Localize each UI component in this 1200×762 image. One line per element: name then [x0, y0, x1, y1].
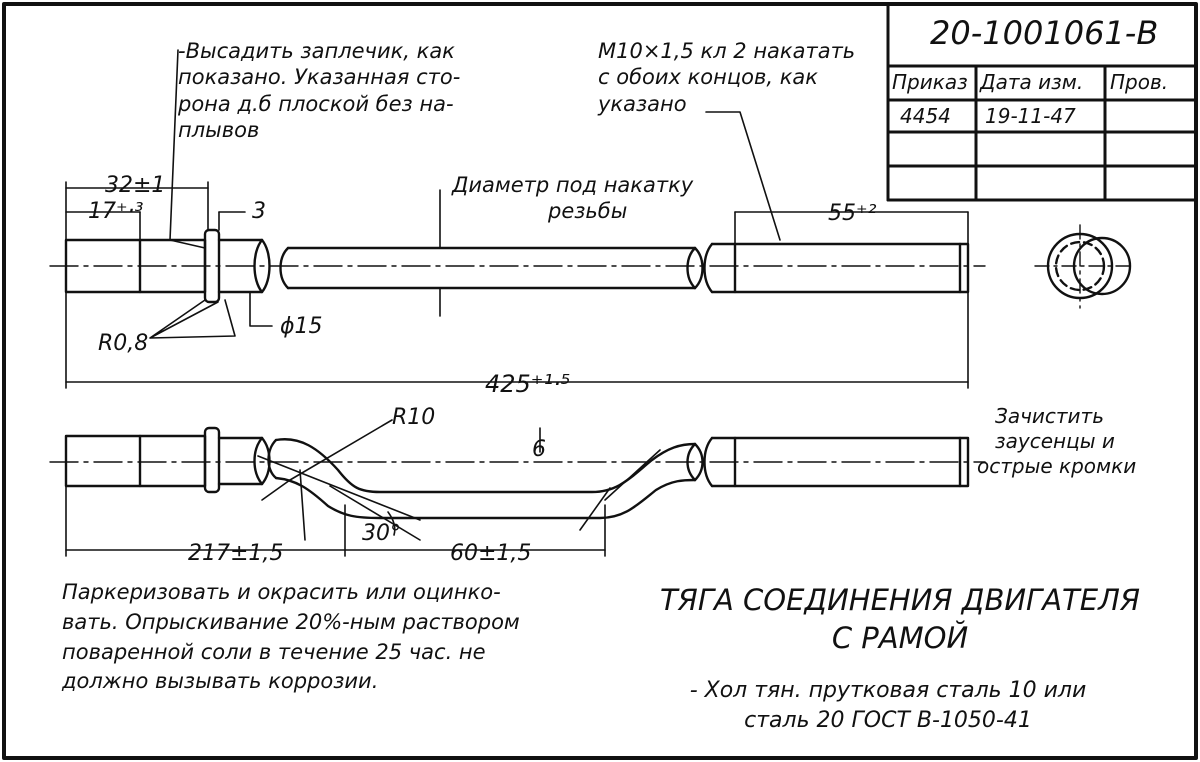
note-line: с обоих концов, как [598, 65, 818, 90]
note-line: рона д.б плоской без на- [178, 91, 454, 116]
material-line: - Хол тян. прутковая сталь 10 или [689, 678, 1087, 703]
note-line: М10×1,5 кл 2 накатать [598, 39, 856, 63]
dim-6: 6 [532, 437, 546, 462]
note-deburr: Зачистить заусенцы и острые кромки [977, 404, 1136, 479]
note-line: острые кромки [977, 454, 1137, 478]
note-line: вать. Опрыскивание 20%-ным раствором [62, 609, 520, 634]
rod-end-view [1034, 224, 1132, 309]
note-thread-diameter: Диаметр под накатку резьбы [452, 172, 693, 225]
dim-60: 60±1,5 [450, 541, 531, 566]
rod-bent-view [49, 426, 986, 520]
stamp-header-date: Дата изм. [980, 70, 1084, 94]
dim-55: 55⁺² [828, 201, 877, 226]
note-line: Зачистить [995, 404, 1104, 428]
note-upset-shoulder: -Высадить заплечик, как показано. Указан… [178, 38, 460, 143]
note-line: указано [598, 91, 687, 116]
part-title: ТЯГА СОЕДИНЕНИЯ ДВИГАТЕЛЯ С РАМОЙ [650, 582, 1150, 657]
note-line: поваренной соли в течение 25 час. не [62, 639, 486, 664]
dim-3: 3 [252, 199, 266, 224]
radius-08: R0,8 [98, 331, 148, 356]
title-line: С РАМОЙ [831, 620, 969, 655]
diameter-15: ϕ15 [280, 314, 323, 339]
stamp-date-value: 19-11-47 [985, 104, 1076, 128]
note-line: заусенцы и [995, 429, 1115, 453]
note-finish: Паркеризовать и окрасить или оцинко- ват… [62, 578, 520, 697]
stamp-header-order: Приказ [892, 70, 968, 94]
drawing-number: 20-1001061-В [930, 14, 1159, 52]
note-line: должно вызывать коррозии. [62, 669, 379, 694]
top-dimension-lines [65, 49, 969, 389]
dim-17: 17⁺·³ [88, 199, 144, 224]
rod-top-view [49, 189, 986, 317]
note-line: плывов [178, 117, 260, 142]
note-line: Диаметр под накатку [452, 173, 694, 197]
note-line: резьбы [548, 199, 628, 224]
bent-view-collar [203, 426, 221, 494]
dimension-labels: 32±1 17⁺·³ 3 55⁺² 425⁺¹·⁵ R0,8 ϕ15 R10 3… [88, 173, 877, 566]
radius-10: R10 [392, 405, 435, 430]
stamp-header-check: Пров. [1110, 70, 1169, 94]
note-line: -Высадить заплечик, как [178, 39, 455, 63]
dim-217: 217±1,5 [188, 541, 283, 566]
note-line: Паркеризовать и окрасить или оцинко- [62, 580, 501, 604]
stamp-order-value: 4454 [900, 104, 951, 128]
material-spec: - Хол тян. прутковая сталь 10 или сталь … [628, 676, 1148, 735]
stamp-table-lines [886, 2, 1198, 202]
note-line: показано. Указанная сто- [178, 65, 461, 90]
angle-30: 30° [362, 521, 401, 546]
dim-425: 425⁺¹·⁵ [485, 370, 570, 398]
note-thread: М10×1,5 кл 2 накатать с обоих концов, ка… [598, 38, 855, 117]
dim-32: 32±1 [105, 173, 165, 198]
title-line: ТЯГА СОЕДИНЕНИЯ ДВИГАТЕЛЯ [659, 583, 1141, 617]
bent-dimension-lines [65, 419, 661, 557]
material-line: сталь 20 ГОСТ В-1050-41 [744, 707, 1032, 733]
